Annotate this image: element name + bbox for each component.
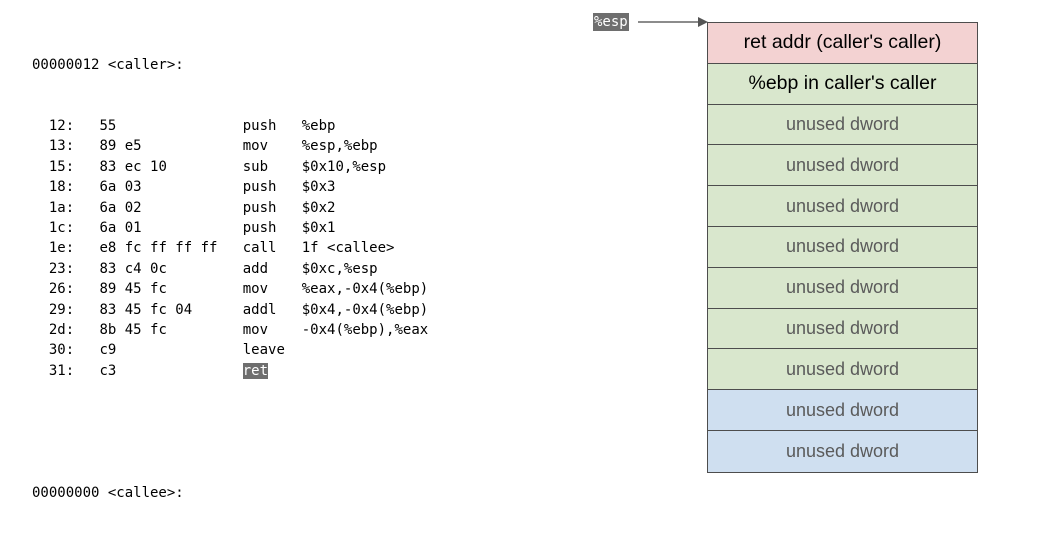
caller-instruction-row: 31: c3 ret xyxy=(32,361,428,381)
instruction-mnemonic: push xyxy=(242,179,294,196)
instruction-mnemonic: sub xyxy=(242,158,294,175)
instruction-operands: $0x10,%esp xyxy=(293,158,387,175)
instruction-bytes: e8 fc ff ff ff xyxy=(99,240,243,257)
stack-slot: unused dword xyxy=(708,349,977,391)
instruction-operands: $0xc,%esp xyxy=(293,260,378,277)
instruction-address: 12: xyxy=(32,118,100,135)
instruction-bytes: 8b 45 fc xyxy=(99,321,243,338)
instruction-mnemonic: mov xyxy=(242,138,294,155)
instruction-operands: $0x3 xyxy=(293,179,336,196)
instruction-address: 1c: xyxy=(32,219,100,236)
stack-slot-label: unused dword xyxy=(785,277,900,298)
instruction-operands: %esp,%ebp xyxy=(293,138,378,155)
caller-instruction-row: 30: c9 leave xyxy=(32,340,428,360)
stack-slot: unused dword xyxy=(708,430,977,472)
instruction-operands: %ebp xyxy=(293,118,336,135)
disassembly-listing: 00000012 <caller>: 12: 55 push %ebp 13: … xyxy=(32,14,428,535)
stack-slot-label: %ebp in caller's caller xyxy=(748,72,937,95)
instruction-address: 2d: xyxy=(32,321,100,338)
instruction-address: 30: xyxy=(32,342,100,359)
instruction-mnemonic: mov xyxy=(242,281,294,298)
stack-slot: unused dword xyxy=(708,186,977,227)
instruction-mnemonic: push xyxy=(242,219,294,236)
callee-function-header: 00000000 <callee>: xyxy=(32,485,184,502)
instruction-address: 15: xyxy=(32,158,100,175)
stack-diagram: ret addr (caller's caller) %ebp in caller… xyxy=(707,22,978,473)
caller-instruction-row: 23: 83 c4 0c add $0xc,%esp xyxy=(32,259,428,279)
esp-pointer-arrow-icon xyxy=(638,17,708,27)
caller-instruction-row: 15: 83 ec 10 sub $0x10,%esp xyxy=(32,157,428,177)
instruction-bytes: 6a 01 xyxy=(99,219,243,236)
instruction-bytes: 6a 02 xyxy=(99,199,243,216)
instruction-operands: -0x4(%ebp),%eax xyxy=(293,321,429,338)
stack-slot-label: unused dword xyxy=(785,399,900,420)
instruction-address: 29: xyxy=(32,301,100,318)
stack-slot: unused dword xyxy=(708,267,977,309)
stack-slot: %ebp in caller's caller xyxy=(708,63,977,105)
instruction-address: 18: xyxy=(32,179,100,196)
caller-instruction-list: 12: 55 push %ebp 13: 89 e5 mov %esp,%ebp… xyxy=(32,116,428,381)
instruction-operands: $0x2 xyxy=(293,199,336,216)
stack-slot-label: unused dword xyxy=(785,195,900,216)
instruction-mnemonic: mov xyxy=(242,321,294,338)
stack-slot-label: unused dword xyxy=(785,154,900,175)
instruction-mnemonic: push xyxy=(242,118,294,135)
caller-instruction-row: 1e: e8 fc ff ff ff call 1f <callee> xyxy=(32,238,428,258)
caller-instruction-row: 1a: 6a 02 push $0x2 xyxy=(32,198,428,218)
instruction-bytes: 83 c4 0c xyxy=(99,260,243,277)
stack-slot-label: unused dword xyxy=(785,236,900,257)
instruction-address: 31: xyxy=(32,362,100,379)
esp-pointer-label: %esp xyxy=(593,13,629,31)
instruction-bytes: 83 45 fc 04 xyxy=(99,301,243,318)
caller-instruction-row: 29: 83 45 fc 04 addl $0x4,-0x4(%ebp) xyxy=(32,300,428,320)
instruction-address: 26: xyxy=(32,281,100,298)
instruction-bytes: 89 45 fc xyxy=(99,281,243,298)
stack-slot: unused dword xyxy=(708,104,977,146)
caller-instruction-row: 26: 89 45 fc mov %eax,-0x4(%ebp) xyxy=(32,279,428,299)
instruction-bytes: c9 xyxy=(99,342,243,359)
instruction-operands: 1f <callee> xyxy=(293,240,395,257)
caller-instruction-row: 13: 89 e5 mov %esp,%ebp xyxy=(32,136,428,156)
instruction-address: 1a: xyxy=(32,199,100,216)
stack-slot-label: unused dword xyxy=(785,440,900,461)
stack-slot-label: unused dword xyxy=(785,358,900,379)
stack-slot-label: unused dword xyxy=(785,317,900,338)
instruction-bytes: 83 ec 10 xyxy=(99,158,243,175)
caller-instruction-row: 1c: 6a 01 push $0x1 xyxy=(32,218,428,238)
stack-slot: unused dword xyxy=(708,226,977,268)
stack-slot: unused dword xyxy=(708,308,977,350)
stack-slot: unused dword xyxy=(708,390,977,431)
instruction-mnemonic: leave xyxy=(242,342,294,359)
caller-instruction-row: 18: 6a 03 push $0x3 xyxy=(32,177,428,197)
instruction-bytes: 55 xyxy=(99,118,243,135)
instruction-operands: $0x1 xyxy=(293,219,336,236)
instruction-operands: %eax,-0x4(%ebp) xyxy=(293,281,429,298)
instruction-operands: $0x4,-0x4(%ebp) xyxy=(293,301,429,318)
instruction-bytes: 6a 03 xyxy=(99,179,243,196)
instruction-mnemonic: addl xyxy=(242,301,294,318)
caller-function-header: 00000012 <caller>: xyxy=(32,56,184,73)
listing-separator xyxy=(32,422,428,442)
caller-instruction-row: 2d: 8b 45 fc mov -0x4(%ebp),%eax xyxy=(32,320,428,340)
caller-instruction-row: 12: 55 push %ebp xyxy=(32,116,428,136)
stack-slot-label: ret addr (caller's caller) xyxy=(743,31,942,54)
instruction-mnemonic: call xyxy=(242,240,294,257)
instruction-address: 23: xyxy=(32,260,100,277)
stack-slot-label: unused dword xyxy=(785,113,900,134)
instruction-address: 1e: xyxy=(32,240,100,257)
instruction-address: 13: xyxy=(32,138,100,155)
stack-slot: unused dword xyxy=(708,145,977,187)
stack-slot: ret addr (caller's caller) xyxy=(708,23,977,64)
instruction-mnemonic: ret xyxy=(242,362,269,379)
instruction-mnemonic: add xyxy=(242,260,294,277)
instruction-mnemonic: push xyxy=(242,199,294,216)
instruction-bytes: 89 e5 xyxy=(99,138,243,155)
instruction-bytes: c3 xyxy=(99,362,243,379)
